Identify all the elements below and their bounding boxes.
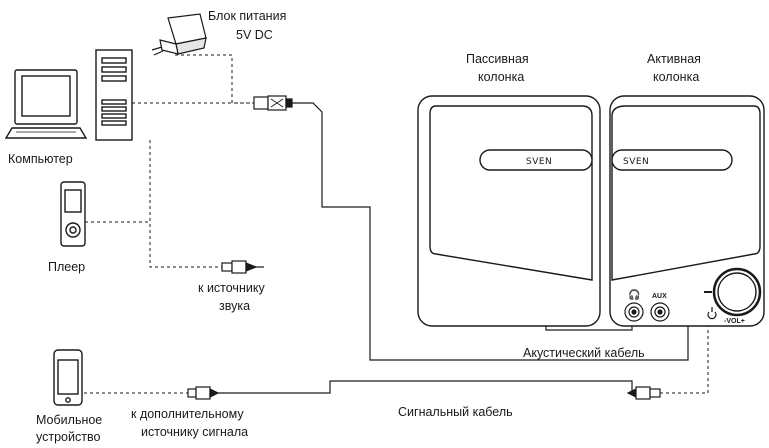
passive-speaker-label-line2: колонка — [478, 70, 524, 84]
power-supply-label-line1: Блок питания — [208, 9, 286, 23]
aux-jack — [650, 302, 670, 322]
headphone-jack — [624, 302, 644, 322]
headphone-icon: 🎧 — [628, 288, 640, 301]
aux-label: AUX — [652, 293, 667, 300]
active-speaker-label-line1: Активная — [647, 52, 701, 66]
active-speaker-label-line2: колонка — [653, 70, 699, 84]
mobile-label-line2: устройство — [36, 430, 100, 444]
active-speaker: SVEN — [609, 95, 765, 327]
brand-logo-active: SVEN — [623, 157, 649, 167]
computer-label: Компьютер — [8, 152, 73, 166]
minijack-active — [626, 386, 661, 400]
sound-source-label-line2: звука — [219, 299, 250, 313]
power-icon — [707, 307, 717, 320]
minijack-sound-source — [221, 260, 264, 274]
player-label: Плеер — [48, 260, 85, 274]
monitor-icon — [4, 69, 88, 139]
power-supply-label-line2: 5V DC — [236, 28, 273, 42]
extra-source-label-line1: к дополнительному — [131, 407, 244, 421]
mobile-label-line1: Мобильное — [36, 413, 102, 427]
volume-label: -VOL+ — [724, 318, 745, 325]
mobile-phone-icon — [53, 349, 83, 406]
passive-speaker: SVEN — [417, 95, 601, 327]
passive-speaker-label-line1: Пассивная — [466, 52, 529, 66]
minijack-mobile — [187, 386, 220, 400]
system-unit-icon — [95, 49, 133, 141]
brand-logo-passive: SVEN — [526, 157, 552, 167]
volume-knob — [704, 267, 762, 317]
sound-source-label-line1: к источнику — [198, 281, 265, 295]
acoustic-cable-label: Акустический кабель — [523, 346, 645, 360]
usb-connector — [253, 95, 293, 111]
signal-cable-label: Сигнальный кабель — [398, 405, 513, 419]
player-icon — [60, 181, 86, 247]
extra-source-label-line2: источнику сигнала — [141, 425, 248, 439]
power-adapter — [151, 13, 207, 56]
